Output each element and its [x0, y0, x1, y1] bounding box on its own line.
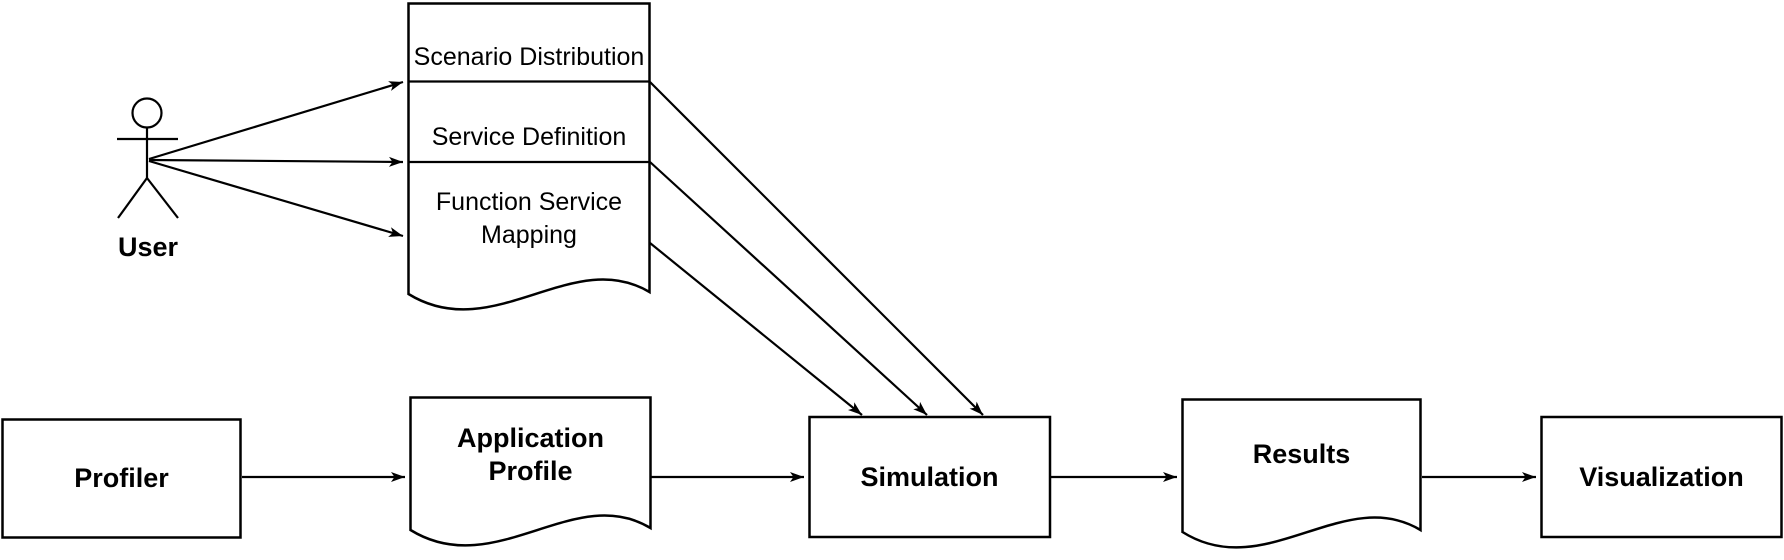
simulation-node-shape [808, 415, 1052, 539]
visualization-node-label: Visualization [1579, 461, 1744, 492]
edge-user-to-function-service-mapping [148, 159, 404, 238]
simulation-node-label: Simulation [860, 461, 999, 492]
profiler-node-shape [1, 418, 242, 539]
edge-function-service-mapping-to-simulation [649, 242, 863, 416]
config-section-service-definition: Service Definition [431, 122, 627, 151]
results-node-label: Results [1252, 438, 1351, 469]
config-document-outline [407, 2, 651, 311]
edge-service-definition-to-simulation [649, 161, 928, 416]
profiler-node-label: Profiler [74, 462, 169, 493]
edge-user-to-scenario-distribution [148, 80, 404, 161]
visualization-node-shape [1540, 415, 1783, 539]
application-profile-node-shape [409, 396, 652, 547]
edge-user-to-service-definition [148, 156, 404, 167]
actor-left-leg [117, 177, 148, 219]
config-section-scenario-distribution: Scenario Distribution [413, 42, 645, 71]
actor-head [131, 97, 163, 129]
config-document-shape [407, 2, 651, 311]
application-profile-node-label: Application Profile [457, 422, 604, 486]
user-actor-label: User [117, 231, 179, 262]
actor-right-leg [146, 177, 179, 219]
user-actor-icon [117, 97, 179, 219]
edge-scenario-distribution-to-simulation [649, 81, 984, 416]
config-section-function-service-mapping: Function Service Mapping [435, 188, 623, 249]
results-node-shape [1181, 398, 1422, 549]
